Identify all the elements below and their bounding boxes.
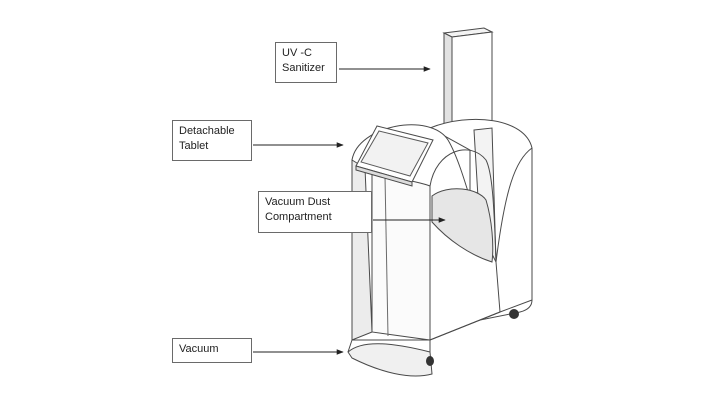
front-wheel xyxy=(426,356,434,366)
vacuum-dust-compartment-label: Vacuum Dust Compartment xyxy=(258,191,372,233)
uvc-sanitizer-label: UV -C Sanitizer xyxy=(275,42,337,83)
detachable-tablet xyxy=(355,125,434,187)
detachable-tablet-label: Detachable Tablet xyxy=(172,120,252,161)
vacuum-label: Vacuum xyxy=(172,338,252,363)
rear-wheel xyxy=(509,309,519,319)
leader-lines xyxy=(253,66,446,355)
uvc-sanitizer-tower xyxy=(442,27,494,137)
